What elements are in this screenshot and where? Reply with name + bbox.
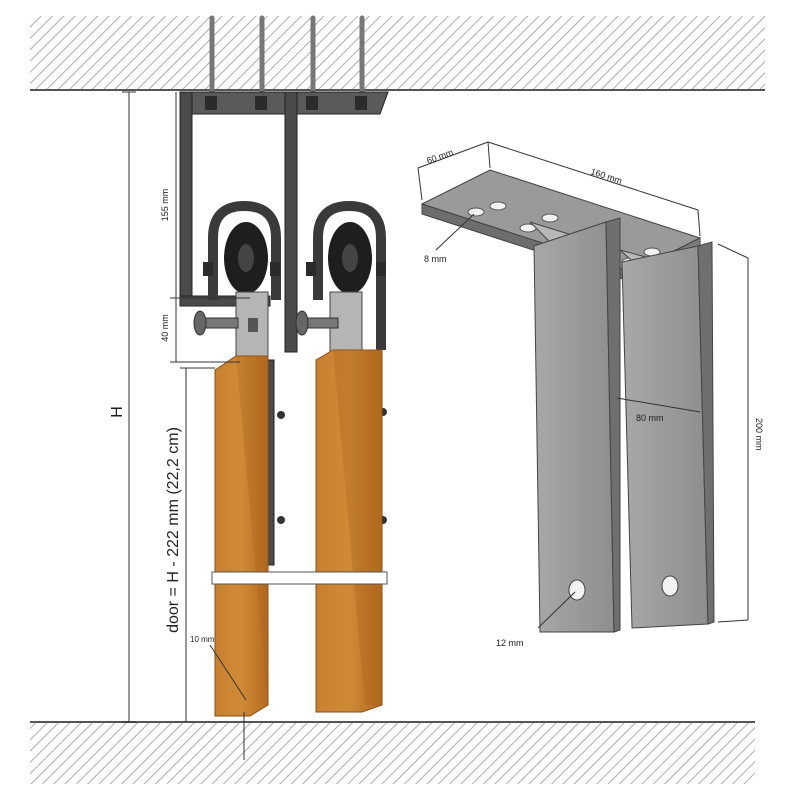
label-40mm: 40 mm [160,314,170,342]
right-door [315,349,383,713]
floor-guide-rail [211,571,388,585]
label-160mm: 160 mm [589,166,623,186]
bracket-3d-view [420,169,715,633]
ceiling-bolts [209,15,365,99]
label-8mm: 8 mm [424,254,447,264]
right-hanger-bracket [284,91,298,353]
dimension-lines-right [417,141,749,629]
label-200mm: 200 mm [754,418,764,451]
label-10mm: 10 mm [190,635,215,644]
ceiling [30,16,765,91]
label-155mm: 155 mm [160,189,170,222]
right-roller-assembly [295,200,387,524]
label-80mm: 80 mm [636,413,664,423]
floor [30,721,755,784]
left-door [214,355,269,717]
left-hanger-bracket [179,91,271,307]
label-door-formula: door = H - 222 mm (22,2 cm) [165,427,182,633]
label-12mm: 12 mm [496,638,524,648]
dimension-lines-left [122,91,250,760]
label-h: H [109,406,126,418]
label-60mm: 60 mm [425,147,454,166]
